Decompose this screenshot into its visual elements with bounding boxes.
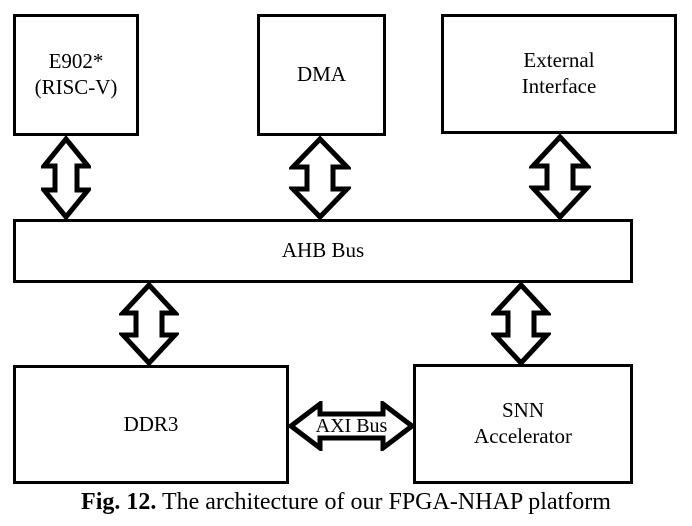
block-snn-accelerator: SNN Accelerator [413,364,633,484]
arrow-e902-to-ahb-bus-icon [41,136,91,220]
block-e902-label-line2: (RISC-V) [34,75,118,99]
figure-caption: Fig. 12. The architecture of our FPGA-NH… [0,489,692,516]
block-ddr3-label: DDR3 [123,411,179,436]
block-ahb-bus-label: AHB Bus [281,238,365,263]
block-ddr3: DDR3 [13,365,289,484]
block-external-interface: External Interface [441,14,677,134]
block-snn-accelerator-label-line2: Accelerator [474,424,572,448]
block-dma-label: DMA [296,62,346,87]
block-ahb-bus: AHB Bus [13,219,633,283]
arrow-axi-bus-icon [286,398,417,454]
arrow-ahb-bus-to-ddr3-icon [119,282,179,366]
figure-caption-body: The architecture of our FPGA-NHAP platfo… [156,489,611,515]
block-external-interface-label-line1: External [523,48,595,73]
arrow-ahb-bus-to-snn-accelerator-icon [491,282,551,366]
block-snn-accelerator-label-line1: SNN [501,398,544,423]
block-e902-label-line1: E902* [48,49,104,74]
figure-caption-number: Fig. 12. [81,489,157,515]
block-e902-riscv: E902* (RISC-V) [13,14,139,136]
arrow-external-interface-to-ahb-bus-icon [529,134,591,220]
block-external-interface-label-line2: Interface [521,74,597,98]
arrow-dma-to-ahb-bus-icon [289,136,351,220]
block-dma: DMA [257,14,386,136]
